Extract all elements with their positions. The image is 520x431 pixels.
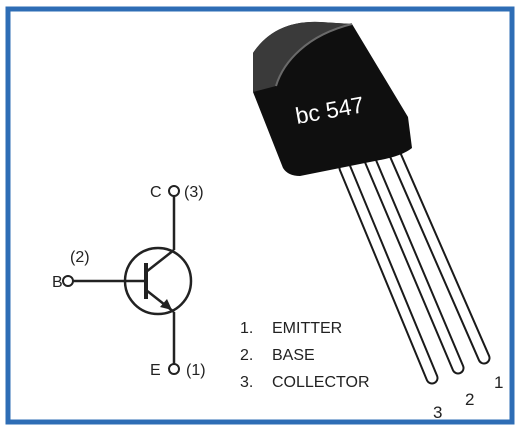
legend-number-1: 1. (240, 320, 253, 337)
diagram-border (5, 6, 515, 425)
base-pin-label: (2) (70, 249, 90, 266)
emitter-pin-label: (1) (186, 362, 206, 379)
package-body (253, 21, 412, 177)
base-label: B (52, 274, 63, 291)
to92-package: bc 547 1 2 3 (253, 21, 503, 422)
lead-2 (363, 153, 465, 375)
emitter-arrow-icon (160, 299, 172, 310)
package-top-face (253, 21, 352, 93)
legend-number-2: 2. (240, 347, 253, 364)
legend-name-3: COLLECTOR (272, 374, 370, 391)
collector-label: C (150, 184, 162, 201)
package-leads (338, 145, 491, 385)
collector-terminal (168, 185, 180, 197)
legend-number-3: 3. (240, 374, 253, 391)
emitter-label: E (150, 362, 161, 379)
collector-diagonal (145, 249, 175, 273)
legend-name-1: EMITTER (272, 320, 342, 337)
pin-number-3: 3 (433, 403, 442, 422)
base-terminal (62, 275, 74, 287)
lead-1 (387, 145, 491, 365)
pin-number-2: 2 (465, 390, 474, 409)
emitter-terminal (168, 363, 180, 375)
package-edge (275, 23, 353, 87)
pin-number-1: 1 (494, 373, 503, 392)
collector-pin-label: (3) (184, 184, 204, 201)
pin-legend: 1. EMITTER 2. BASE 3. COLLECTOR (240, 320, 370, 391)
legend-name-2: BASE (272, 347, 315, 364)
npn-transistor-symbol: C (3) (2) B E (1) (52, 184, 206, 379)
lead-3 (338, 161, 439, 385)
